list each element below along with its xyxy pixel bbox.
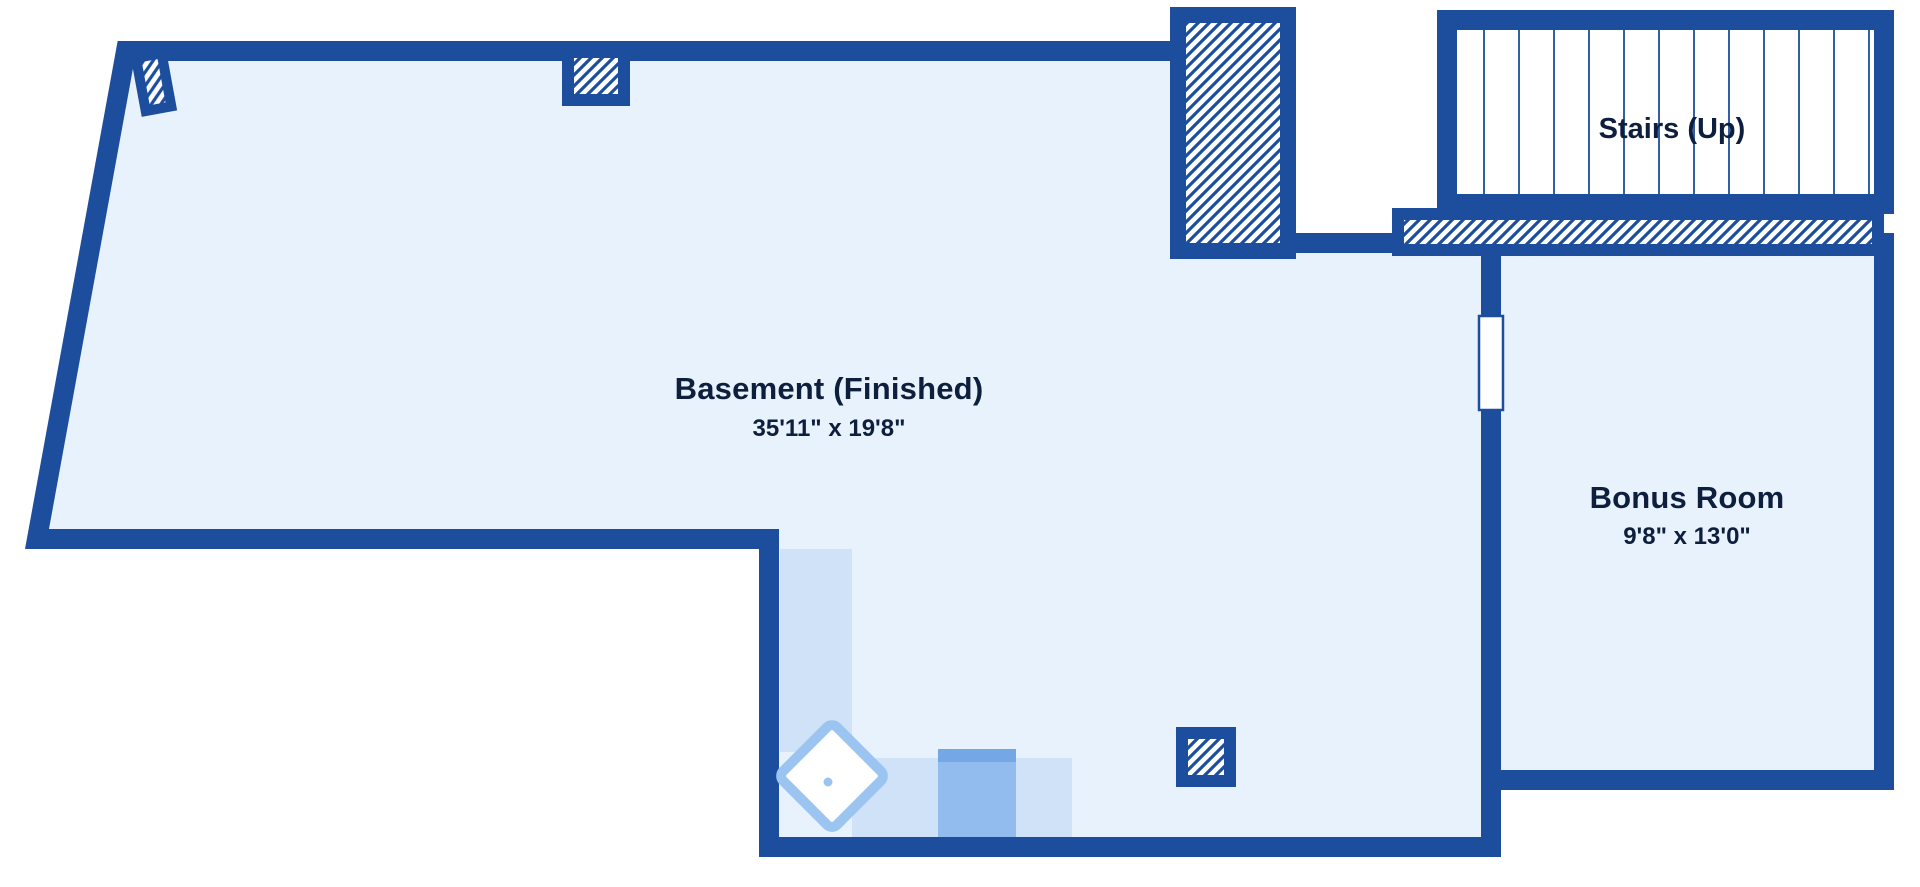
bonus-room-dimensions: 9'8" x 13'0" xyxy=(1623,523,1751,550)
corner-shower xyxy=(776,720,888,832)
corner-post-hatch xyxy=(130,47,178,117)
basement-fixtures xyxy=(776,549,1072,837)
corner-post-group xyxy=(130,47,178,117)
bonus-room-label: Bonus Room xyxy=(1590,480,1785,515)
appliance xyxy=(938,749,1016,837)
basement-room-dimensions: 35'11" x 19'8" xyxy=(753,415,906,442)
corner-shower-stall xyxy=(776,720,888,832)
basement-room-label: Basement (Finished) xyxy=(675,371,984,406)
bonus-room-door-opening xyxy=(1477,314,1505,412)
top-wall-post-hatch xyxy=(562,46,630,106)
shower-drain-dot xyxy=(823,777,833,787)
stair-treads xyxy=(1483,30,1870,194)
stair-landing-hatch xyxy=(1392,208,1884,256)
counter-vertical xyxy=(780,549,852,752)
stairs-label: Stairs (Up) xyxy=(1599,113,1746,145)
chimney-hatch xyxy=(1170,7,1296,259)
stairs-area xyxy=(1437,10,1894,214)
appliance-lid xyxy=(938,749,1016,762)
bottom-post-hatch xyxy=(1176,727,1236,787)
